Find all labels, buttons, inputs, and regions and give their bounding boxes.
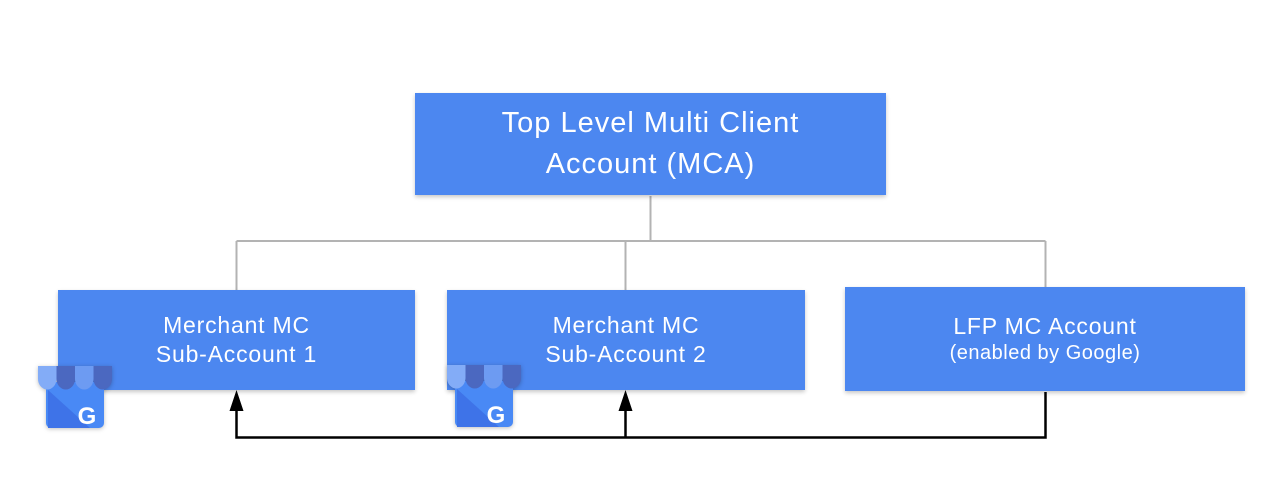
storefront-fold: [457, 389, 499, 427]
google-my-business-icon: G: [38, 366, 112, 430]
storefront-fold: [48, 390, 90, 428]
node-label-line: Merchant MC: [163, 312, 310, 339]
arrowhead-to-sub1: [229, 390, 244, 411]
awning-stripe: [93, 366, 112, 390]
awning-stripe: [75, 366, 94, 390]
node-label-line: Merchant MC: [552, 312, 700, 339]
arrowhead-to-sub2: [618, 390, 633, 411]
node-top-level-mca: Top Level Multi Client Account (MCA): [415, 93, 886, 195]
awning-stripe: [38, 366, 57, 390]
node-label-line: Top Level Multi Client: [501, 106, 800, 139]
node-label-line: Sub-Account 1: [155, 341, 318, 367]
google-my-business-icon: G: [447, 365, 521, 429]
awning-stripe: [502, 365, 521, 389]
node-label-line: LFP MC Account: [953, 312, 1137, 339]
awning-stripe: [465, 365, 484, 389]
google-g-letter: G: [78, 403, 97, 430]
node-label-line: (enabled by Google): [949, 341, 1141, 364]
google-g-letter: G: [487, 402, 506, 429]
node-merchant-sub-account-1: Merchant MC Sub-Account 1: [58, 290, 415, 390]
node-lfp-mc-account: LFP MC Account (enabled by Google): [845, 287, 1245, 391]
node-label-line: Account (MCA): [545, 148, 756, 180]
awning-stripe: [447, 365, 466, 389]
tree-connector-lines: [235, 196, 1047, 290]
awning-stripe: [56, 366, 75, 390]
feedback-flow-line: [235, 392, 1047, 439]
awning-stripe: [484, 365, 503, 389]
node-label-line: Sub-Account 2: [545, 341, 707, 367]
